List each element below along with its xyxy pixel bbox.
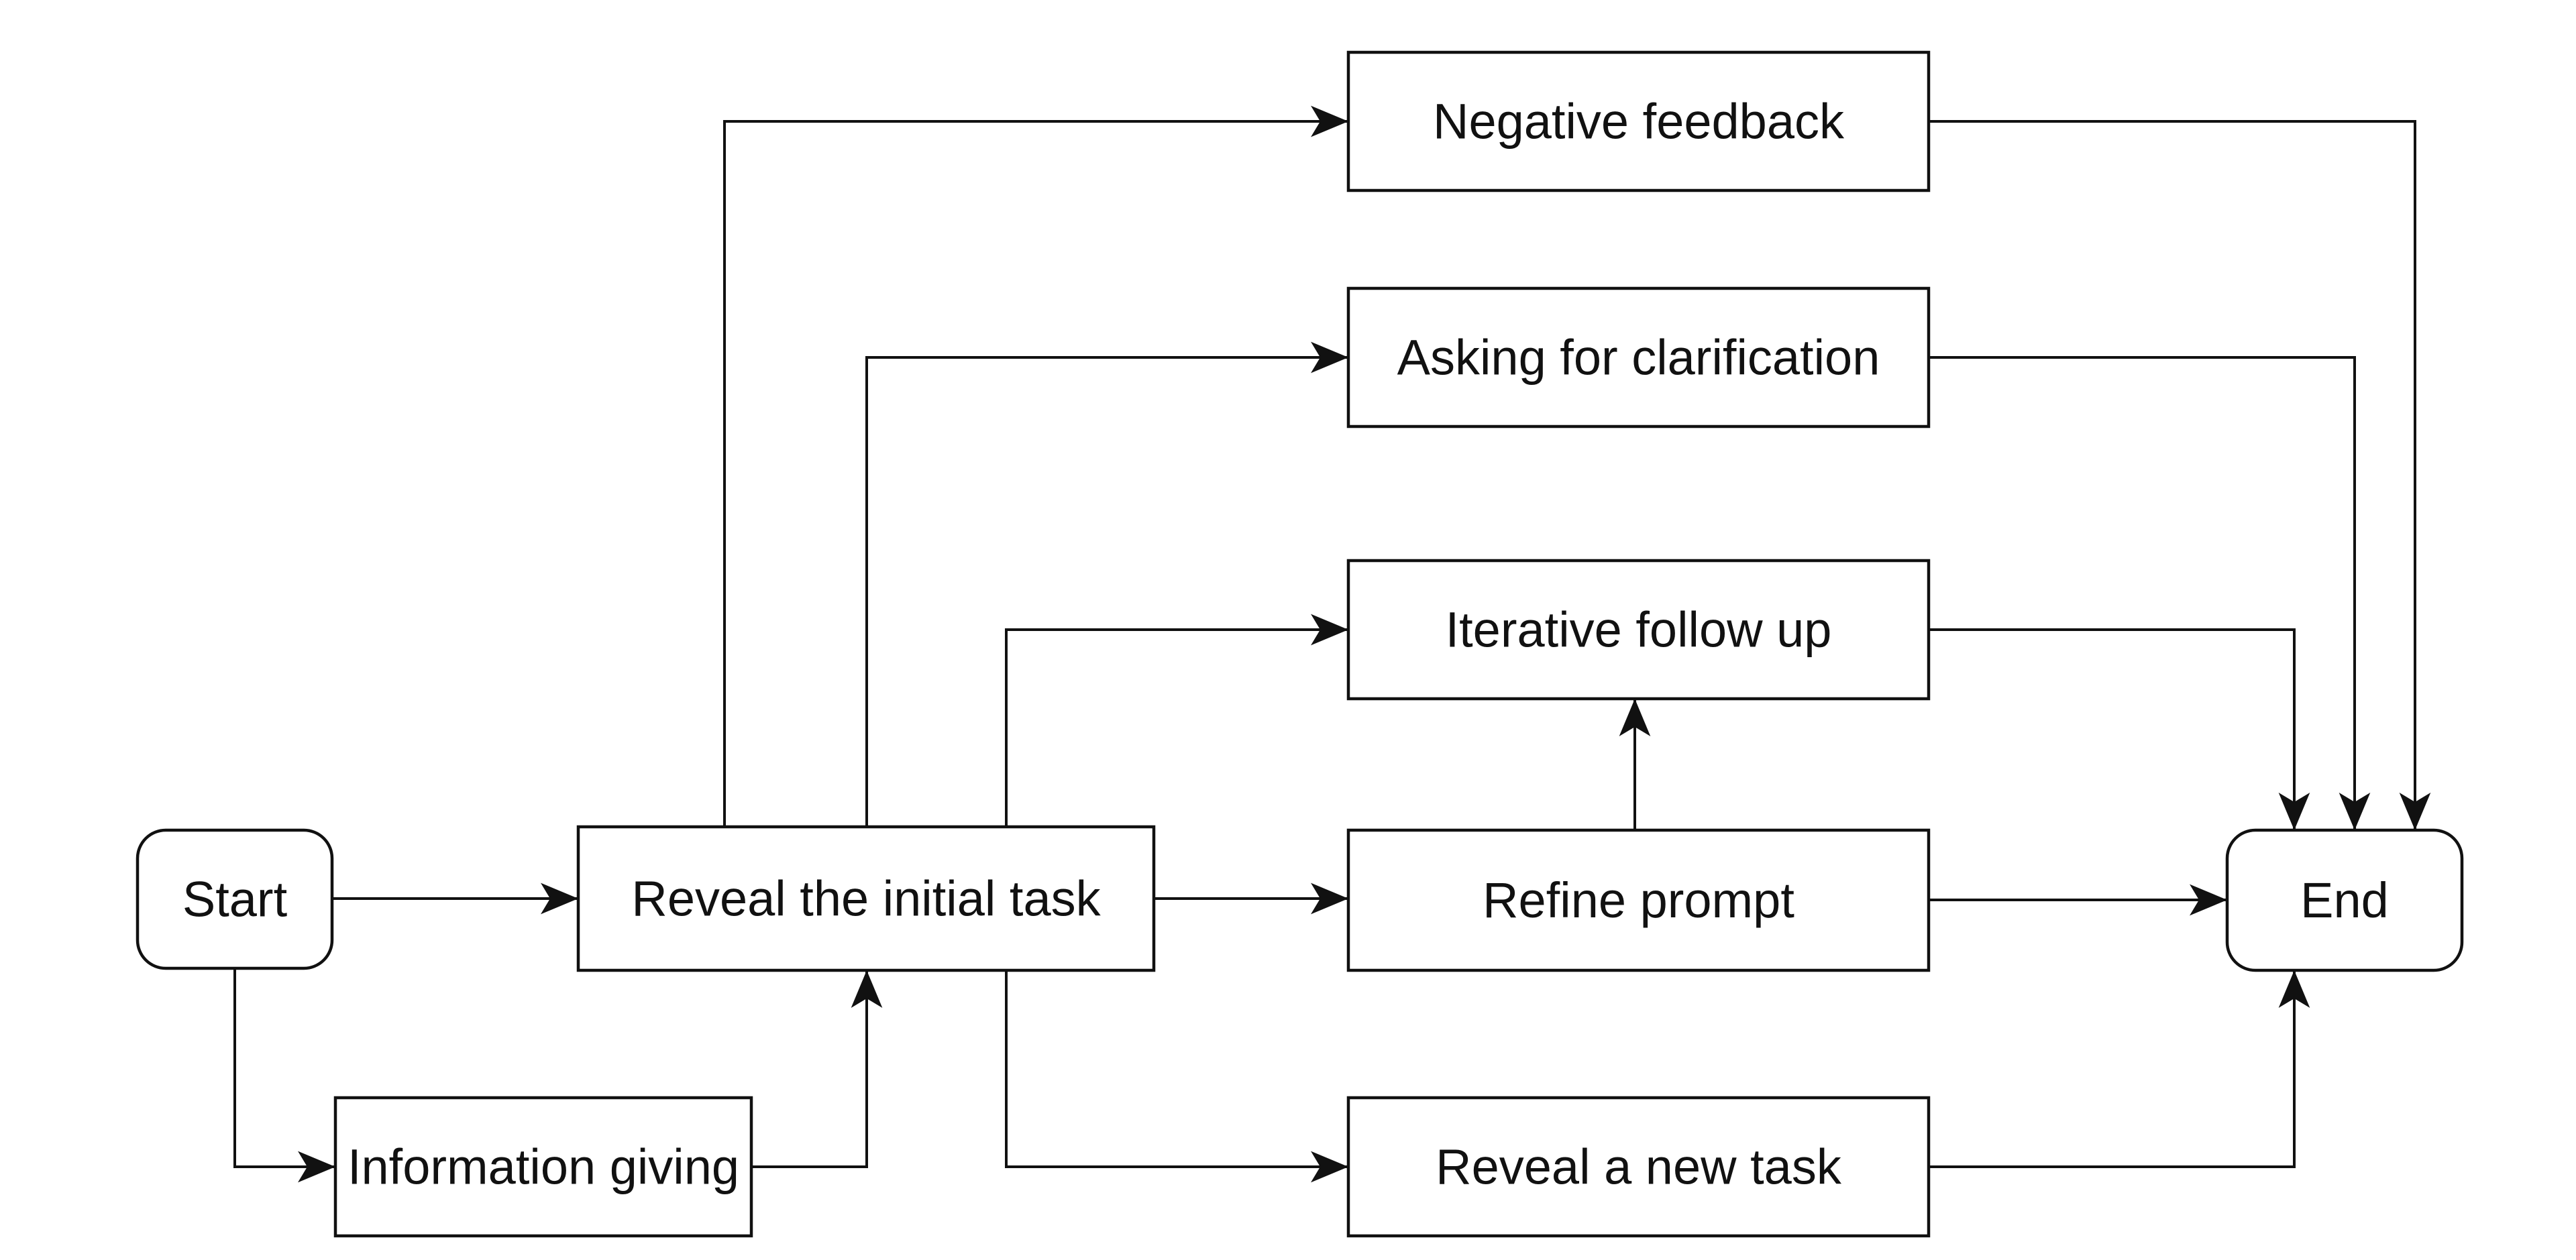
edge-information-giving-to-reveal-initial-task	[751, 970, 883, 1168]
edge-reveal-a-new-task-to-end	[1929, 970, 2310, 1168]
node-asking-for-clarification: Asking for clarification	[1346, 286, 1931, 428]
node-asking-for-clarification-box	[1346, 286, 1931, 428]
node-negative-feedback-label: Negative feedback	[1433, 94, 1845, 150]
node-reveal-a-new-task: Reveal a new task	[1346, 1096, 1931, 1238]
node-start: Start	[136, 828, 334, 970]
node-refine-prompt: Refine prompt	[1346, 828, 1931, 972]
node-start-label: Start	[182, 872, 288, 927]
node-reveal-initial-task: Reveal the initial task	[576, 825, 1156, 972]
node-reveal-a-new-task-box	[1346, 1096, 1931, 1238]
node-negative-feedback-box	[1346, 50, 1931, 192]
node-refine-prompt-label: Refine prompt	[1483, 872, 1794, 928]
edge-start-to-information-giving	[233, 968, 335, 1183]
edge-reveal-initial-task-to-asking-for-clarification	[865, 341, 1348, 827]
edge-negative-feedback-to-end	[1929, 120, 2431, 830]
node-information-giving-label: Information giving	[347, 1139, 739, 1195]
node-iterative-follow-up: Iterative follow up	[1346, 559, 1931, 701]
edge-iterative-follow-up-to-end	[1929, 628, 2310, 830]
edge-asking-for-clarification-to-end	[1929, 356, 2371, 830]
node-negative-feedback: Negative feedback	[1346, 50, 1931, 192]
node-end-label: End	[2300, 872, 2389, 928]
node-reveal-initial-task-box	[576, 825, 1156, 972]
node-iterative-follow-up-label: Iterative follow up	[1446, 602, 1832, 658]
node-asking-for-clarification-label: Asking for clarification	[1397, 330, 1880, 386]
node-reveal-initial-task-label: Reveal the initial task	[631, 871, 1101, 927]
node-refine-prompt-box	[1346, 828, 1931, 972]
node-reveal-a-new-task-label: Reveal a new task	[1436, 1139, 1842, 1195]
node-information-giving-box	[333, 1096, 753, 1238]
edge-reveal-initial-task-to-reveal-a-new-task	[1005, 970, 1348, 1183]
node-information-giving: Information giving	[333, 1096, 753, 1238]
edge-reveal-initial-task-to-iterative-follow-up	[1005, 614, 1348, 827]
edge-reveal-initial-task-to-negative-feedback	[723, 105, 1348, 827]
node-end: End	[2225, 828, 2464, 972]
